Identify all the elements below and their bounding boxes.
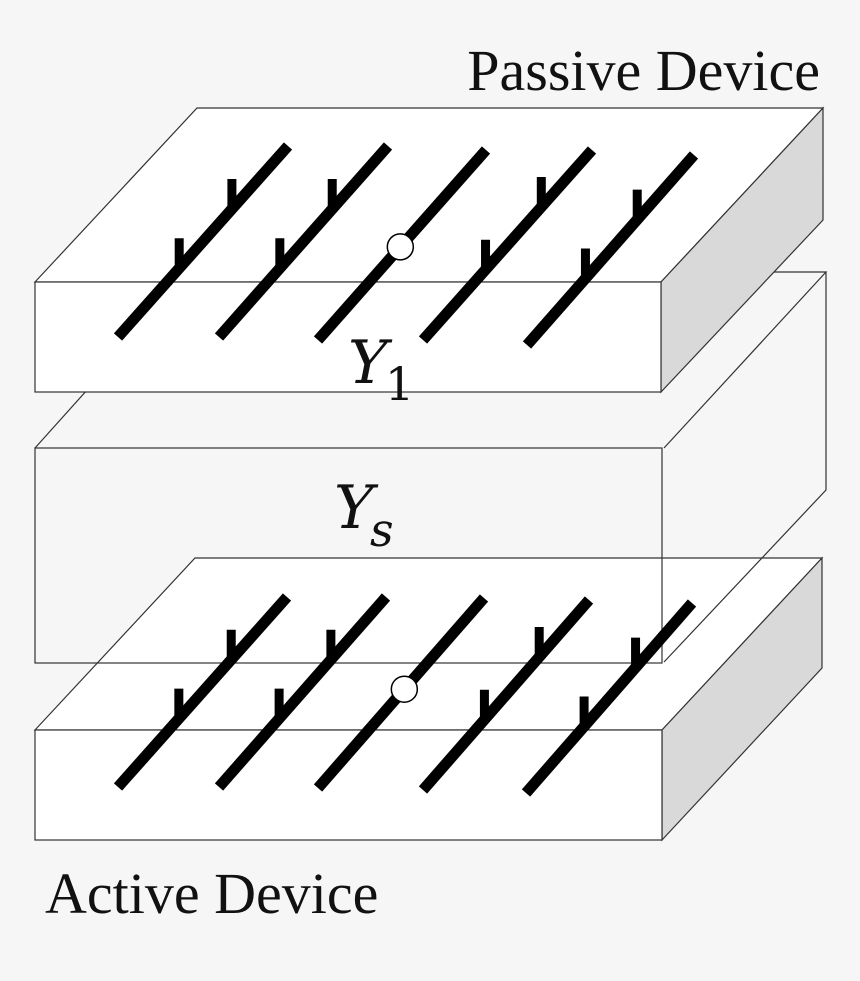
antenna-element-4: [418, 146, 597, 344]
ys-admittance-label: Y s: [334, 473, 394, 557]
y1-subscript: 1: [385, 357, 414, 411]
active-device-block: [33, 556, 824, 842]
antenna-element-1: [113, 593, 292, 791]
passive-device-block: [33, 106, 825, 394]
medium-right-edge: [663, 272, 827, 663]
y1-symbol: Y: [348, 328, 393, 398]
active-antenna-array: [113, 593, 697, 797]
antenna-element-2: [214, 142, 393, 341]
active-device-label: Active Device: [45, 861, 378, 926]
passive-device-label: Passive Device: [467, 38, 820, 103]
antenna-element-5: [522, 151, 699, 349]
ys-symbol: Y: [334, 473, 379, 543]
medium-front-face: [34, 447, 663, 664]
feed-port-icon: [390, 675, 419, 703]
passive-antenna-array: [113, 142, 699, 349]
antenna-element-2: [214, 593, 391, 791]
antenna-element-1: [113, 142, 293, 341]
antenna-element-5: [521, 599, 697, 797]
ys-subscript: s: [370, 503, 394, 557]
y1-admittance-label: Y 1: [348, 328, 414, 411]
antenna-element-4: [418, 596, 594, 794]
feed-port-icon: [386, 233, 415, 261]
